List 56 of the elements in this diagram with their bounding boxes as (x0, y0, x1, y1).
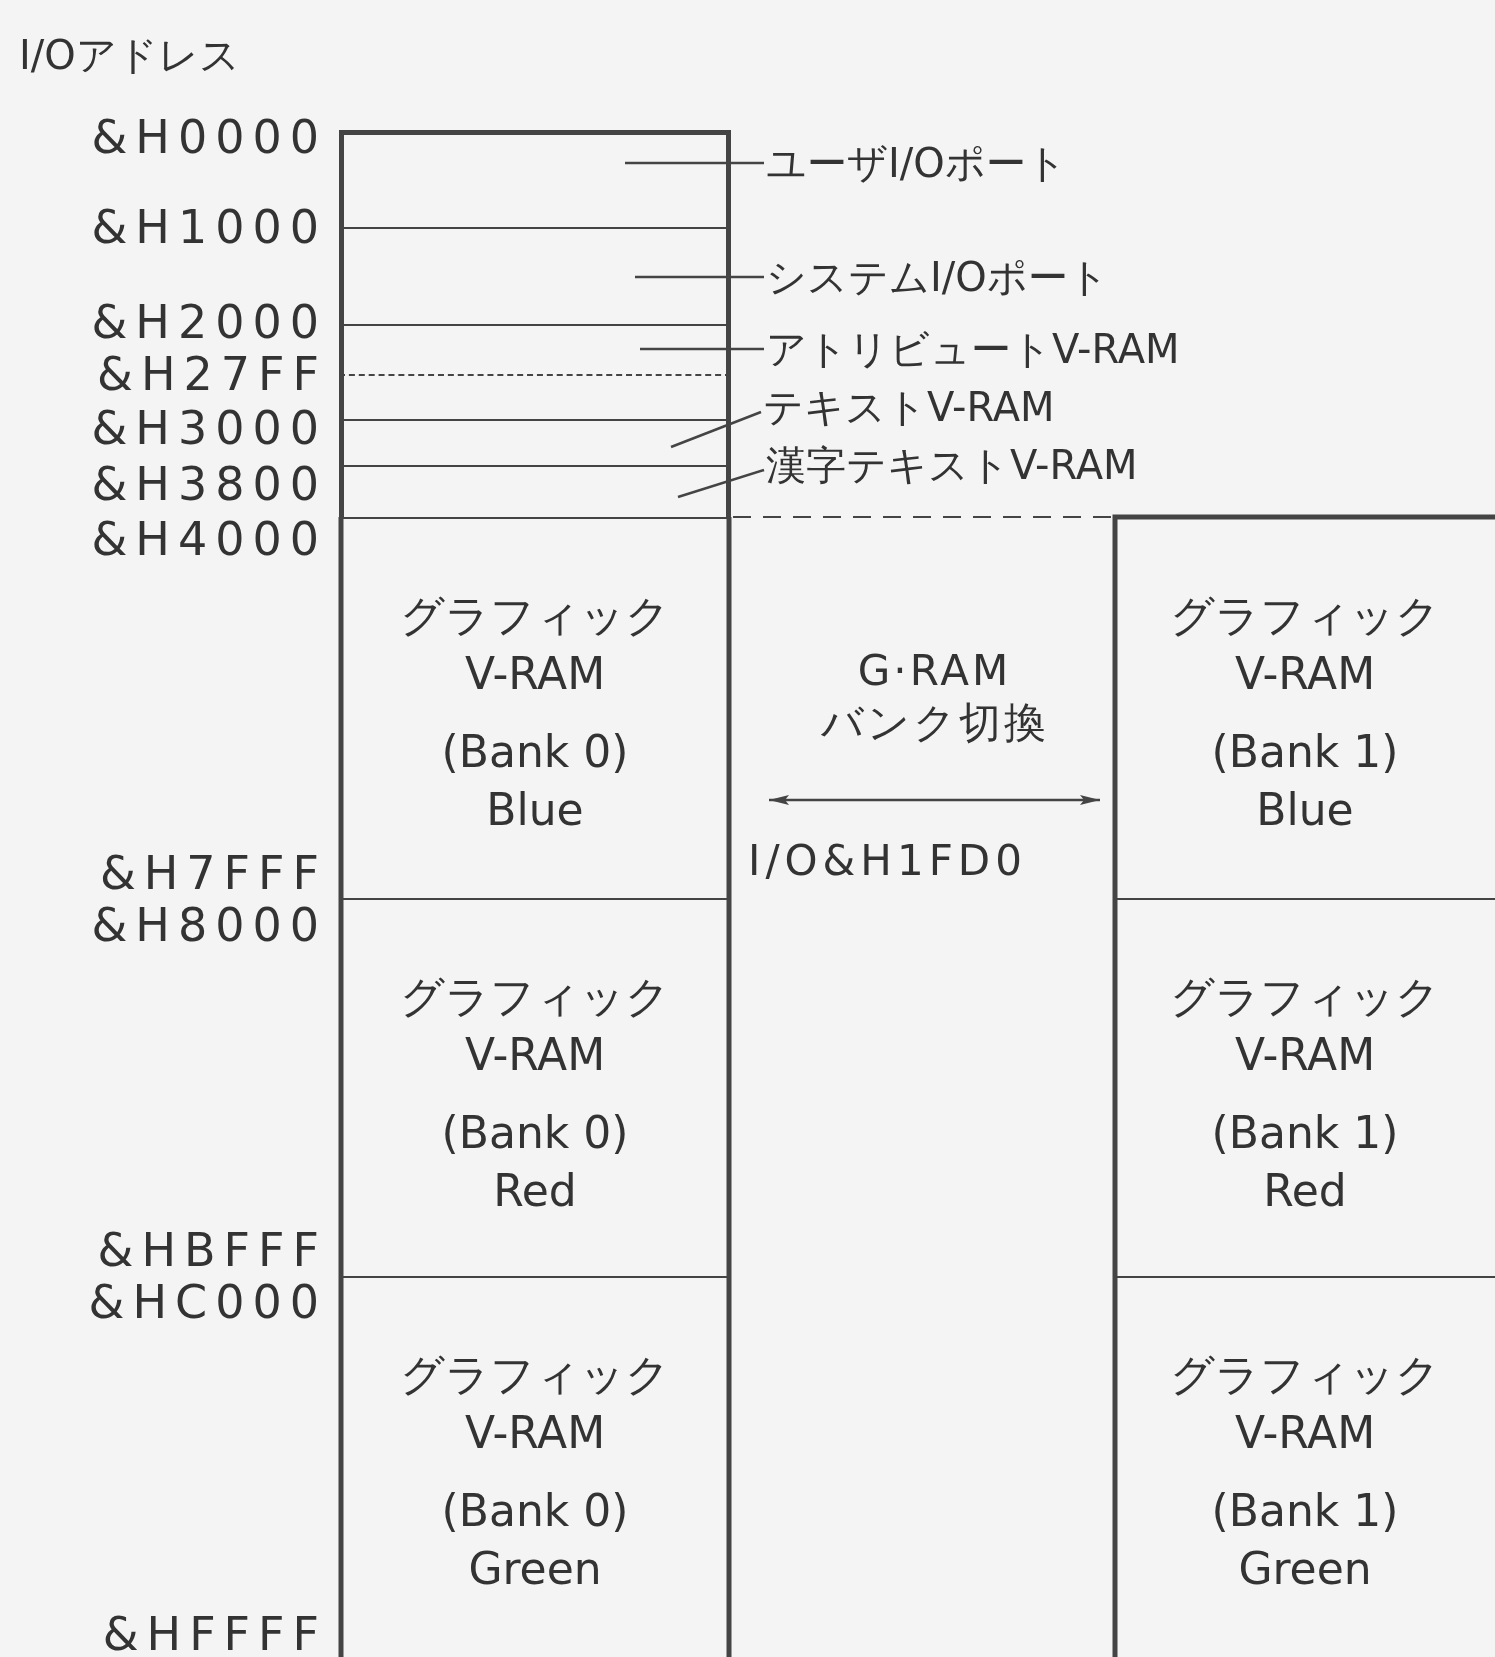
block-label: Red (493, 1164, 577, 1218)
address-label: &HC000 (87, 1277, 327, 1327)
block-label: Green (468, 1542, 602, 1596)
block-label: (Bank 1) (1211, 725, 1399, 779)
block-label: (Bank 0) (441, 1484, 629, 1538)
block-label: V-RAM (1234, 647, 1376, 701)
leader-line (677, 468, 765, 499)
edge-label: G·RAM バンク切換 (819, 645, 1050, 749)
address-label: &H1000 (90, 202, 327, 252)
block-label: Red (1263, 1164, 1347, 1218)
leader-line (640, 347, 764, 351)
region-label: アトリビュートV-RAM (766, 326, 1181, 372)
block-label: グラフィック (1170, 1348, 1440, 1402)
port-address: I/O&H1FD0 (748, 836, 1027, 886)
leader-line (635, 275, 764, 279)
memory-region (339, 419, 731, 465)
block-label: Blue (1256, 783, 1354, 837)
memory-region (339, 465, 731, 517)
block-label: V-RAM (1234, 1028, 1376, 1082)
block-label: (Bank 1) (1211, 1484, 1399, 1538)
block-label: V-RAM (1234, 1406, 1376, 1460)
block-label: グラフィック (1170, 970, 1440, 1024)
column-heading: I/Oアドレス (19, 32, 240, 78)
block-label: V-RAM (464, 1406, 606, 1460)
memory-region (339, 227, 731, 324)
region-label: システムI/Oポート (766, 254, 1110, 300)
block-label: Blue (486, 783, 584, 837)
block-label: グラフィック (400, 589, 670, 643)
block-label: グラフィック (400, 1348, 670, 1402)
region-label: ユーザI/Oポート (766, 140, 1068, 186)
memory-region (339, 324, 731, 374)
block-label: Green (1238, 1542, 1372, 1596)
address-label: &HFFFF (101, 1609, 327, 1657)
block-label: V-RAM (464, 647, 606, 701)
block-label: V-RAM (464, 1028, 606, 1082)
block-label: グラフィック (1170, 589, 1440, 643)
address-label: &H0000 (90, 112, 327, 162)
leader-line (625, 161, 764, 165)
address-label: &HBFFF (96, 1225, 327, 1275)
block-label: (Bank 1) (1211, 1106, 1399, 1160)
region-label: 漢字テキストV-RAM (766, 442, 1139, 488)
address-label: &H2000 (90, 297, 327, 347)
address-label: &H8000 (90, 900, 327, 950)
block-label: (Bank 0) (441, 1106, 629, 1160)
block-label: (Bank 0) (441, 725, 629, 779)
block-label: グラフィック (400, 970, 670, 1024)
memory-region (339, 374, 731, 419)
address-label: &H4000 (90, 514, 327, 564)
address-label: &H7FFF (98, 848, 327, 898)
address-label: &H3800 (90, 459, 327, 509)
address-label: &H3000 (90, 403, 327, 453)
leader-line (670, 410, 762, 449)
region-label: テキストV-RAM (763, 384, 1056, 430)
memory-region (339, 130, 731, 227)
address-label: &H27FF (96, 349, 327, 399)
double-arrow (769, 795, 1100, 805)
